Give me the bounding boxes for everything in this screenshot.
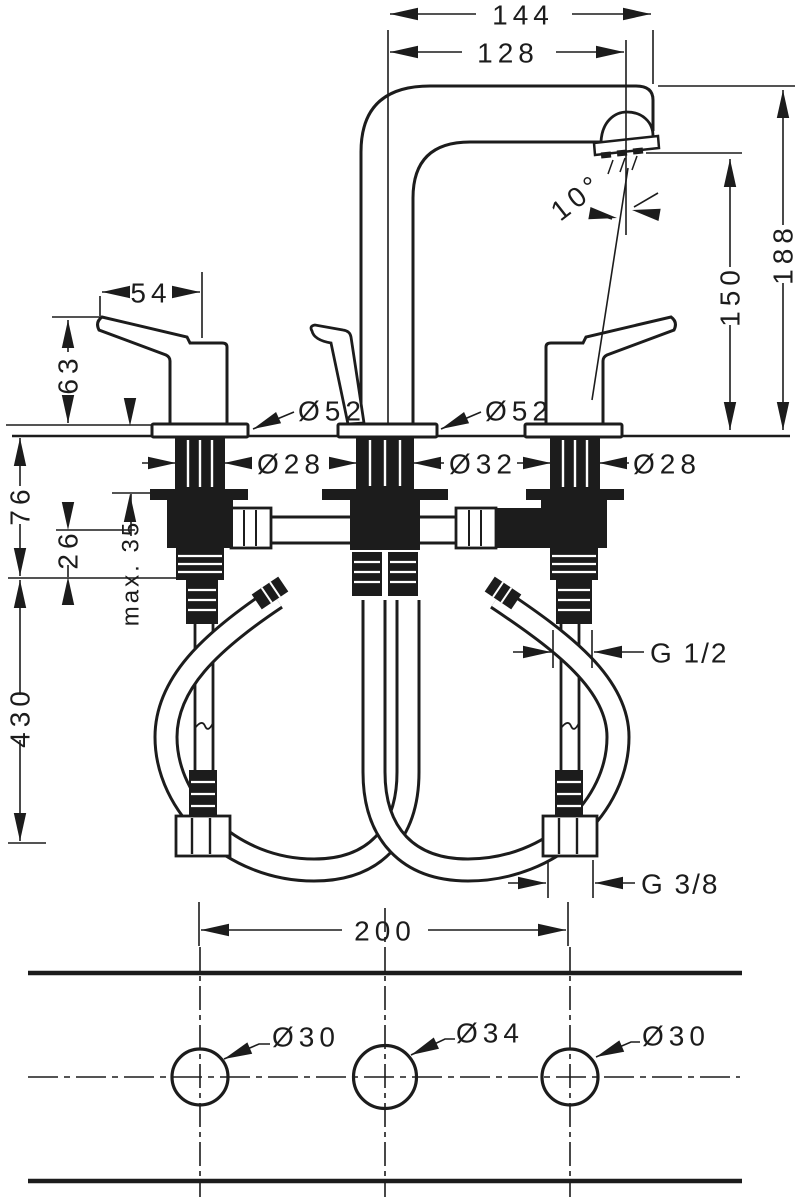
dim-g12: G 1/2 <box>650 638 728 669</box>
hose-adapters <box>186 580 592 624</box>
dim-128: 128 <box>477 38 539 69</box>
nut-left-lines <box>243 510 257 546</box>
spray-angle-leader-right <box>633 192 659 208</box>
extension-lines <box>6 30 795 946</box>
shank-ridges <box>186 440 589 487</box>
dim-hole-middle: Ø34 <box>456 1018 524 1049</box>
dimension-layer: 144 128 188 150 10° 54 63 Ø52 Ø52 Ø28 Ø3… <box>5 0 799 1065</box>
dim-dia28-right: Ø28 <box>633 449 701 480</box>
thread-ridges <box>178 554 596 574</box>
dim-430: 430 <box>5 686 36 748</box>
spray-lines <box>607 155 638 175</box>
hole-middle-circle <box>351 1043 419 1111</box>
dim-g38: G 3/8 <box>641 869 719 900</box>
crimp-ridges <box>191 780 581 808</box>
adapter-ridges <box>188 588 590 612</box>
dim-dia28-left: Ø28 <box>257 449 325 480</box>
dim-dia32: Ø32 <box>449 449 517 480</box>
dim-dia52-middle: Ø52 <box>485 396 553 427</box>
handle-right <box>544 315 677 426</box>
dimension-texts: 144 128 188 150 10° 54 63 Ø52 Ø52 Ø28 Ø3… <box>5 0 799 1053</box>
dim-hole-left: Ø30 <box>272 1022 340 1053</box>
middle-lever <box>309 323 366 426</box>
end-nut-left-lines <box>190 818 212 854</box>
hole-left-circle <box>170 1047 230 1107</box>
plan-view <box>28 908 742 1197</box>
thread-sections <box>176 548 598 580</box>
dim-76: 76 <box>5 484 36 525</box>
mounting-plates <box>150 489 624 500</box>
end-nut-right <box>541 814 599 858</box>
nut-right-lines <box>468 510 482 546</box>
dim-144: 144 <box>492 0 554 31</box>
loop-coupler-right <box>484 576 522 610</box>
side-view <box>12 84 790 883</box>
cross-tube-nut-right <box>454 506 498 550</box>
valve-bodies <box>167 500 607 550</box>
middle-coupler-ridges <box>354 560 416 584</box>
cross-tube-nut-left <box>229 506 273 550</box>
dim-max35: max. 35 <box>118 520 145 626</box>
handle-left <box>96 315 229 426</box>
dim-54: 54 <box>130 278 171 309</box>
end-nut-left <box>174 814 232 858</box>
dim-188: 188 <box>768 223 799 285</box>
dim-200: 200 <box>354 916 416 947</box>
hose-right-break <box>560 722 580 730</box>
dim-26: 26 <box>53 528 84 569</box>
hose-left-break <box>194 722 214 730</box>
hole-right-circle <box>540 1047 600 1107</box>
dim-hole-right: Ø30 <box>642 1021 710 1052</box>
middle-couplers <box>352 552 418 596</box>
loop-coupler-left <box>251 576 289 610</box>
aerator-teeth <box>600 147 644 159</box>
adapter-right <box>496 508 544 548</box>
dim-63: 63 <box>53 353 84 394</box>
end-nut-right-lines <box>557 818 579 854</box>
spray-angle-line <box>591 167 629 401</box>
dim-dia52-left: Ø52 <box>298 396 366 427</box>
dim-150: 150 <box>715 265 746 327</box>
